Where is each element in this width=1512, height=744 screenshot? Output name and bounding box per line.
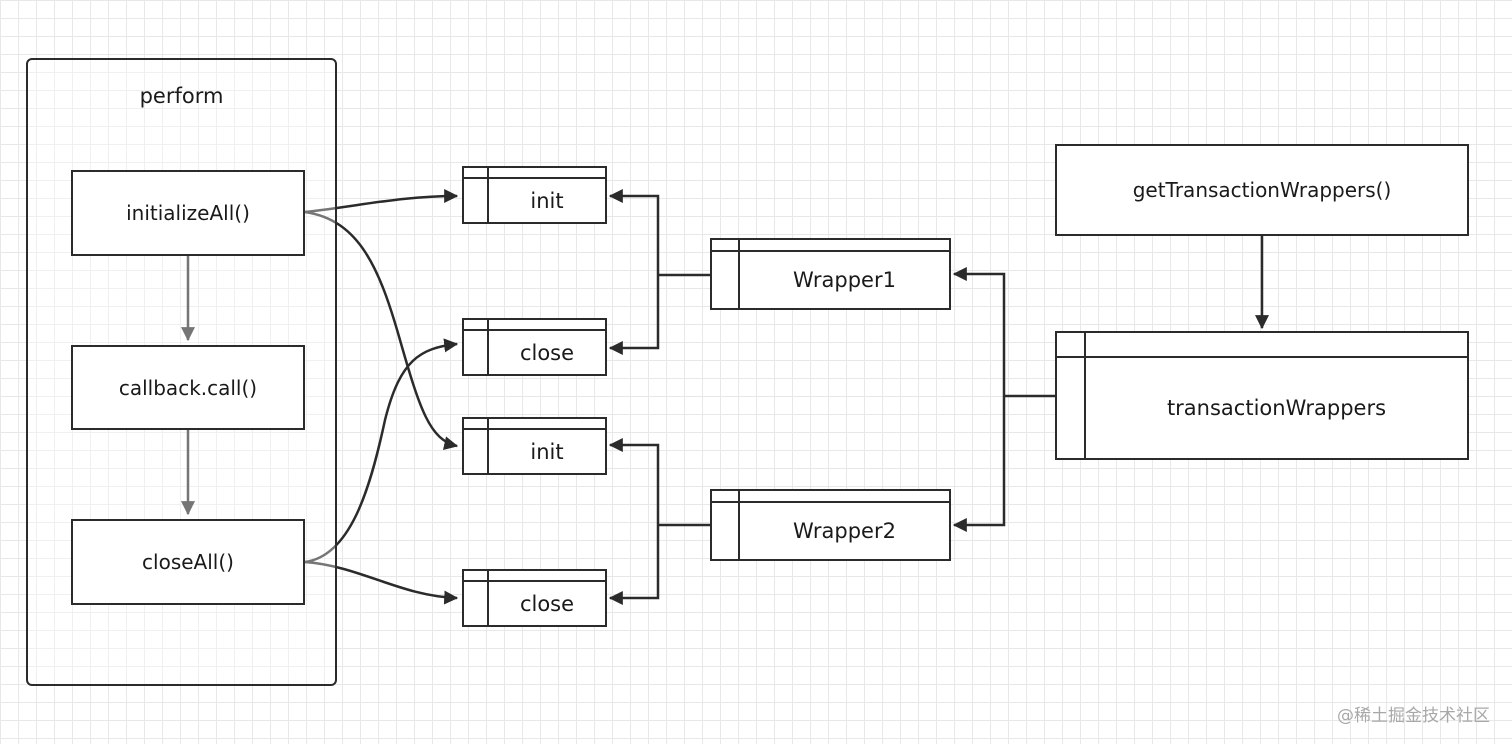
arrow-closeall-to-close2 [304, 560, 459, 605]
table-column-line [487, 320, 489, 374]
table-header-line [1057, 356, 1467, 358]
closeall-label: closeAll() [142, 550, 234, 574]
arrow-wrapper1-to-close1 [608, 275, 660, 355]
arrow-closeall-to-close1 [304, 338, 459, 564]
table-header-line [464, 428, 605, 430]
table-header-line [712, 501, 949, 503]
wrapper1-init-label: init [530, 188, 564, 213]
initializeall-node: initializeAll() [71, 170, 305, 256]
table-column-line [1084, 333, 1086, 458]
arrow-initializeall-to-init2 [304, 210, 459, 451]
transaction-wrappers-label: transactionWrappers [1166, 396, 1387, 420]
table-header-line [712, 250, 949, 252]
closeall-node: closeAll() [71, 519, 305, 605]
wrapper1-init-node: init [462, 166, 607, 224]
table-column-line [487, 419, 489, 473]
callback-call-label: callback.call() [118, 375, 258, 400]
table-header-line [464, 329, 605, 331]
wrapper1-close-node: close [462, 318, 607, 376]
wrapper1-node: Wrapper1 [710, 238, 951, 310]
arrow-wrapper1-to-init1 [608, 189, 660, 275]
watermark-text: @稀土掘金技术社区 [1337, 706, 1490, 726]
get-transaction-wrappers-label: getTransactionWrappers() [1132, 178, 1392, 202]
wrapper2-close-label: close [519, 591, 575, 616]
table-header-line [464, 177, 605, 179]
callback-call-node: callback.call() [71, 345, 305, 430]
table-header-line [464, 580, 605, 582]
arrow-wrapper2-to-init2 [608, 438, 660, 525]
get-transaction-wrappers-node: getTransactionWrappers() [1055, 144, 1469, 236]
table-column-line [738, 491, 740, 559]
table-column-line [738, 240, 740, 308]
perform-title: perform [139, 84, 224, 108]
arrow-transactionwrappers-to-wrapper2 [952, 396, 1006, 532]
wrapper1-label: Wrapper1 [793, 268, 896, 292]
arrow-wrapper2-to-close2 [608, 525, 660, 605]
wrapper2-node: Wrapper2 [710, 489, 951, 561]
table-column-line [487, 168, 489, 222]
arrow-initializeall-to-init1 [304, 189, 459, 214]
transaction-wrappers-node: transactionWrappers [1055, 331, 1469, 460]
wrapper2-close-node: close [462, 569, 607, 627]
wrapper2-label: Wrapper2 [793, 519, 896, 543]
initializeall-label: initializeAll() [126, 201, 250, 225]
wrapper2-init-label: init [530, 439, 564, 464]
wrapper1-close-label: close [519, 340, 575, 365]
wrapper2-init-node: init [462, 417, 607, 475]
arrow-transactionwrappers-to-wrapper1 [952, 267, 1006, 396]
table-column-line [487, 571, 489, 625]
